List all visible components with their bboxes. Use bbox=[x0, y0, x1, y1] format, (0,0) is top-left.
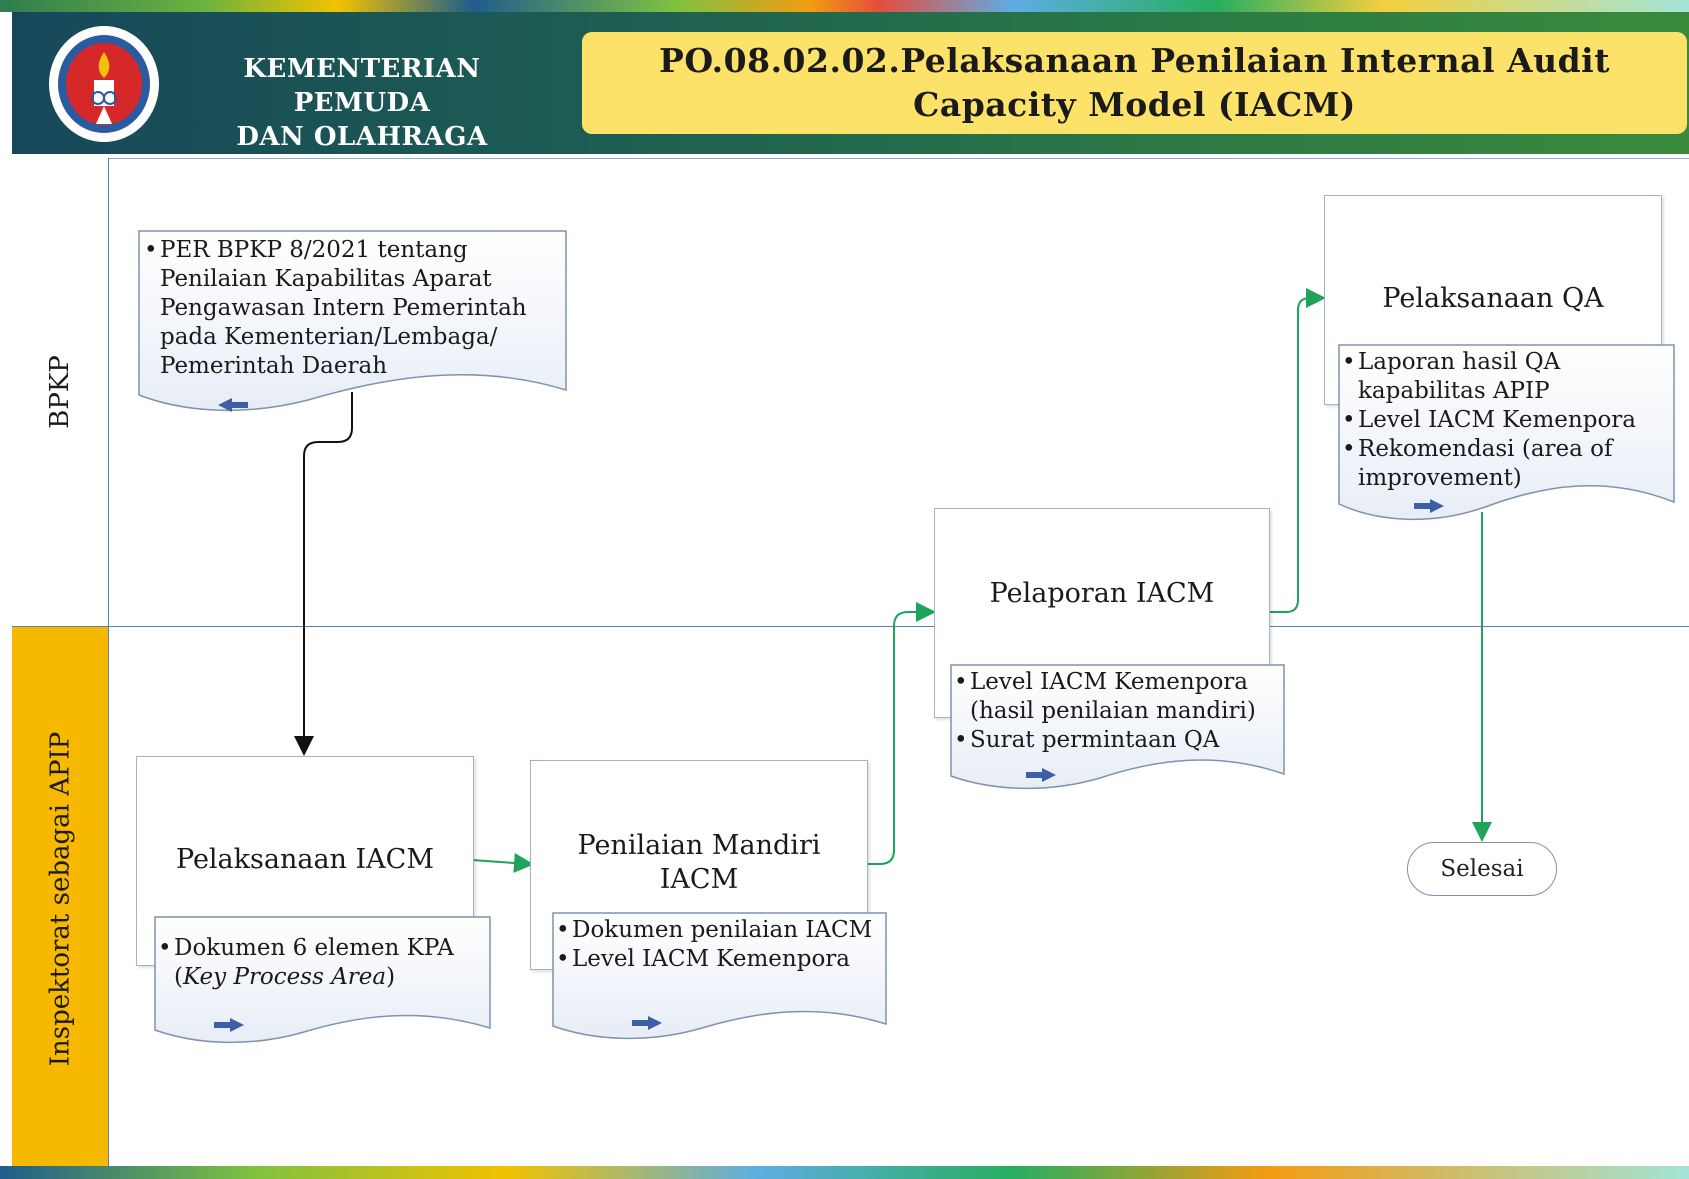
connector-pelaporan-to-qa bbox=[1270, 288, 1326, 613]
terminal-selesai: Selesai bbox=[1407, 842, 1557, 896]
top-decorative-strip bbox=[0, 0, 1689, 12]
doc-penilaian-mandiri: Dokumen penilaian IACM Level IACM Kemenp… bbox=[552, 912, 888, 1044]
doc-item: Dokumen 6 elemen KPA(Key Process Area) bbox=[156, 934, 488, 992]
doc-item: Rekomendasi (area of improvement) bbox=[1340, 435, 1672, 493]
doc-item-text: Dokumen 6 elemen KPA bbox=[174, 935, 454, 961]
org-name-line2: DAN OLAHRAGA bbox=[236, 122, 488, 152]
doc-item: Surat permintaan QA bbox=[952, 726, 1282, 755]
procedure-title: PO.08.02.02.Pelaksanaan Penilaian Intern… bbox=[635, 39, 1635, 127]
doc-per-bpkp-list: PER BPKP 8/2021 tentang Penilaian Kapabi… bbox=[142, 236, 562, 381]
doc-item: Dokumen penilaian IACM bbox=[554, 916, 884, 945]
ministry-logo bbox=[49, 26, 159, 142]
doc-penilaian-list: Dokumen penilaian IACM Level IACM Kemenp… bbox=[554, 916, 884, 974]
lane-label-bpkp: BPKP bbox=[12, 158, 109, 626]
connector-bpkp-to-pelaksanaan bbox=[294, 392, 353, 756]
connector-pelaksanaan-to-penilaian bbox=[471, 853, 534, 873]
flow-arrow-icon bbox=[1414, 499, 1444, 513]
lane-label-inspektorat: Inspektorat sebagai APIP bbox=[12, 626, 109, 1171]
doc-pelaporan-list: Level IACM Kemenpora (hasil penilaian ma… bbox=[952, 668, 1282, 755]
flow-arrow-icon bbox=[214, 1018, 244, 1032]
doc-item: Level IACM Kemenpora bbox=[554, 945, 884, 974]
organization-name: KEMENTERIAN PEMUDA DAN OLAHRAGA bbox=[172, 52, 552, 154]
bottom-decorative-strip bbox=[0, 1166, 1689, 1179]
doc-qa: Laporan hasil QA kapabilitas APIP Level … bbox=[1338, 344, 1676, 529]
process-label: Penilaian Mandiri IACM bbox=[531, 829, 867, 897]
doc-item-italic: Key Process Area bbox=[182, 964, 387, 990]
terminal-label: Selesai bbox=[1440, 856, 1524, 882]
process-label: Pelaksanaan IACM bbox=[175, 844, 434, 875]
doc-pelaksanaan-iacm: Dokumen 6 elemen KPA(Key Process Area) bbox=[154, 916, 492, 1048]
doc-pelaporan: Level IACM Kemenpora (hasil penilaian ma… bbox=[950, 664, 1286, 794]
flow-arrow-icon bbox=[1026, 768, 1056, 782]
process-label-line1: Penilaian Mandiri bbox=[577, 830, 821, 861]
connector-penilaian-to-pelaporan bbox=[868, 602, 936, 865]
lane-top-border bbox=[12, 158, 1689, 159]
flow-arrow-icon bbox=[632, 1016, 662, 1030]
process-label-line2: IACM bbox=[659, 864, 739, 895]
title-line2: Capacity Model (IACM) bbox=[913, 85, 1356, 124]
org-name-line1: KEMENTERIAN PEMUDA bbox=[243, 54, 481, 118]
title-line1: PO.08.02.02.Pelaksanaan Penilaian Intern… bbox=[659, 41, 1610, 80]
doc-item: PER BPKP 8/2021 tentang Penilaian Kapabi… bbox=[142, 236, 562, 381]
doc-pelaksanaan-list: Dokumen 6 elemen KPA(Key Process Area) bbox=[156, 934, 488, 992]
doc-qa-list: Laporan hasil QA kapabilitas APIP Level … bbox=[1340, 348, 1672, 493]
flow-arrow-icon bbox=[218, 398, 248, 412]
doc-item: Level IACM Kemenpora bbox=[1340, 406, 1672, 435]
process-label: Pelaporan IACM bbox=[989, 578, 1215, 609]
doc-item: Level IACM Kemenpora (hasil penilaian ma… bbox=[952, 668, 1282, 726]
header-band: KEMENTERIAN PEMUDA DAN OLAHRAGA PO.08.02… bbox=[12, 12, 1689, 154]
title-box: PO.08.02.02.Pelaksanaan Penilaian Intern… bbox=[582, 32, 1687, 134]
doc-per-bpkp: PER BPKP 8/2021 tentang Penilaian Kapabi… bbox=[138, 230, 568, 420]
process-label: Pelaksanaan QA bbox=[1382, 283, 1604, 314]
doc-item: Laporan hasil QA kapabilitas APIP bbox=[1340, 348, 1672, 406]
lane-divider bbox=[12, 626, 1689, 627]
